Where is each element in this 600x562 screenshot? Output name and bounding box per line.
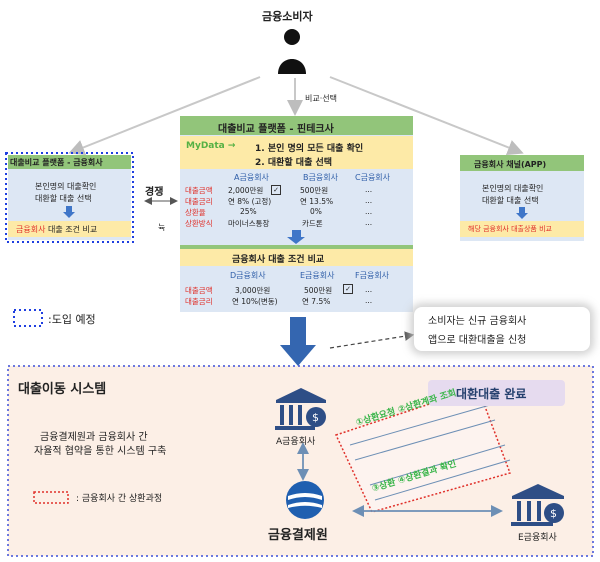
top-row-label: 상환율 — [185, 208, 206, 217]
left-box-bottom: 금융회사 대출 조건 비교 — [16, 225, 98, 234]
left-platform-box: 대출비교 플랫폼 - 금융회사 본인명의 대출확인 대환할 대출 선택 금융회사… — [8, 155, 131, 240]
top-row-b: 0% — [310, 207, 322, 216]
svg-text:$: $ — [550, 507, 557, 520]
top-row-b: 카드론 — [302, 219, 323, 228]
bottom-row-d: 3,000만원 — [235, 286, 271, 295]
svg-text:$: $ — [312, 411, 319, 424]
top-row-b: 500만원 — [300, 186, 329, 195]
right-app-box: 금융회사 채널(APP) 본인명의 대출확인 대환할 대출 선택 해당 금융회사… — [460, 155, 584, 241]
bank-e-label: E금융회사 — [518, 533, 557, 543]
bottom-col-d: D금융회사 — [230, 271, 266, 280]
checkbox-icon: ✓ — [271, 185, 281, 195]
compete-label: 경쟁 — [145, 187, 164, 198]
callout-line2: 앱으로 대환대출을 신청 — [428, 335, 527, 346]
planned-legend-label: :도입 예정 — [48, 313, 96, 326]
bottom-row-e: 500만원 — [304, 286, 333, 295]
system-desc1: 금융결제원과 금융회사 간 — [40, 432, 148, 443]
right-box-line1: 본인명의 대출확인 — [482, 184, 544, 193]
bottom-row-e: 연 7.5% — [302, 297, 331, 306]
left-box-line1: 본인명의 대출확인 — [35, 182, 97, 191]
center-platform-box: 대출비교 플랫폼 - 핀테크사 MyData → 1. 본인 명의 모든 대출 … — [180, 116, 413, 312]
left-box-title: 대출비교 플랫폼 - 금융회사 — [10, 158, 103, 167]
right-box-title: 금융회사 채널(APP) — [474, 160, 547, 169]
red-legend-label: : 금융회사 간 상환과정 — [76, 494, 163, 504]
top-col-b: B금융회사 — [303, 173, 338, 182]
top-row-a: 연 8% (고정) — [228, 197, 272, 206]
callout-box: 소비자는 신규 금융회사 앱으로 대환대출을 신청 — [414, 307, 590, 351]
done-badge-label: 대환대출 완료 — [456, 387, 527, 401]
left-box-line2: 대환할 대출 선택 — [35, 194, 92, 203]
consumer-icon — [276, 28, 308, 76]
callout-line1: 소비자는 신규 금융회사 — [428, 316, 527, 327]
down-arrow-icon — [292, 230, 301, 238]
top-row-c: ... — [365, 218, 373, 227]
top-col-c: C금융회사 — [355, 173, 391, 182]
bank-a-icon: $ — [272, 386, 330, 434]
system-desc2: 자율적 협약을 통한 시스템 구축 — [34, 446, 167, 457]
consumer-label: 금융소비자 — [262, 10, 313, 23]
bottom-row-label: 대출금액 — [185, 286, 213, 295]
kftc-logo-icon — [285, 480, 325, 520]
bottom-row-f: ... — [365, 285, 373, 294]
checkbox-icon: ✓ — [343, 284, 353, 294]
step-1: 1. 본인 명의 모든 대출 확인 — [255, 144, 364, 154]
bottom-col-e: E금융회사 — [300, 271, 335, 280]
top-row-label: 상환방식 — [185, 219, 213, 228]
compare-title: 금융회사 대출 조건 비교 — [232, 255, 325, 265]
top-row-label: 대출금리 — [185, 197, 213, 206]
bottom-row-d: 연 10%(변동) — [232, 297, 278, 306]
top-row-a: 2,000만원 — [228, 186, 264, 195]
top-row-label: 대출금액 — [185, 186, 213, 195]
top-col-a: A금융회사 — [234, 173, 269, 182]
right-box-bottom: 해당 금융회사 대출상품 비교 — [468, 225, 552, 233]
bank-e-icon: $ — [508, 482, 568, 530]
bottom-row-label: 대출금리 — [185, 297, 213, 306]
bottom-row-f: ... — [365, 296, 373, 305]
top-row-c: ... — [365, 196, 373, 205]
bank-a-label: A금융회사 — [276, 437, 316, 447]
compete-sub: 뉵 — [158, 223, 166, 232]
top-row-c: ... — [365, 185, 373, 194]
top-row-c: ... — [365, 207, 373, 216]
top-row-a: 마이너스통장 — [228, 219, 270, 228]
system-title: 대출이동 시스템 — [18, 382, 107, 397]
center-box-title: 대출비교 플랫폼 - 핀테크사 — [218, 124, 334, 135]
top-row-a: 25% — [240, 207, 257, 216]
step-2: 2. 대환할 대출 선택 — [255, 158, 333, 168]
kftc-label: 금융결제원 — [268, 528, 328, 543]
done-badge: 대환대출 완료 — [428, 380, 565, 406]
compare-select-label: 비교·선택 — [305, 94, 337, 103]
bottom-col-f: F금융회사 — [355, 271, 390, 280]
top-row-b: 연 13.5% — [300, 197, 334, 206]
mydata-label: MyData → — [186, 141, 236, 151]
right-box-line2: 대환할 대출 선택 — [482, 196, 539, 205]
